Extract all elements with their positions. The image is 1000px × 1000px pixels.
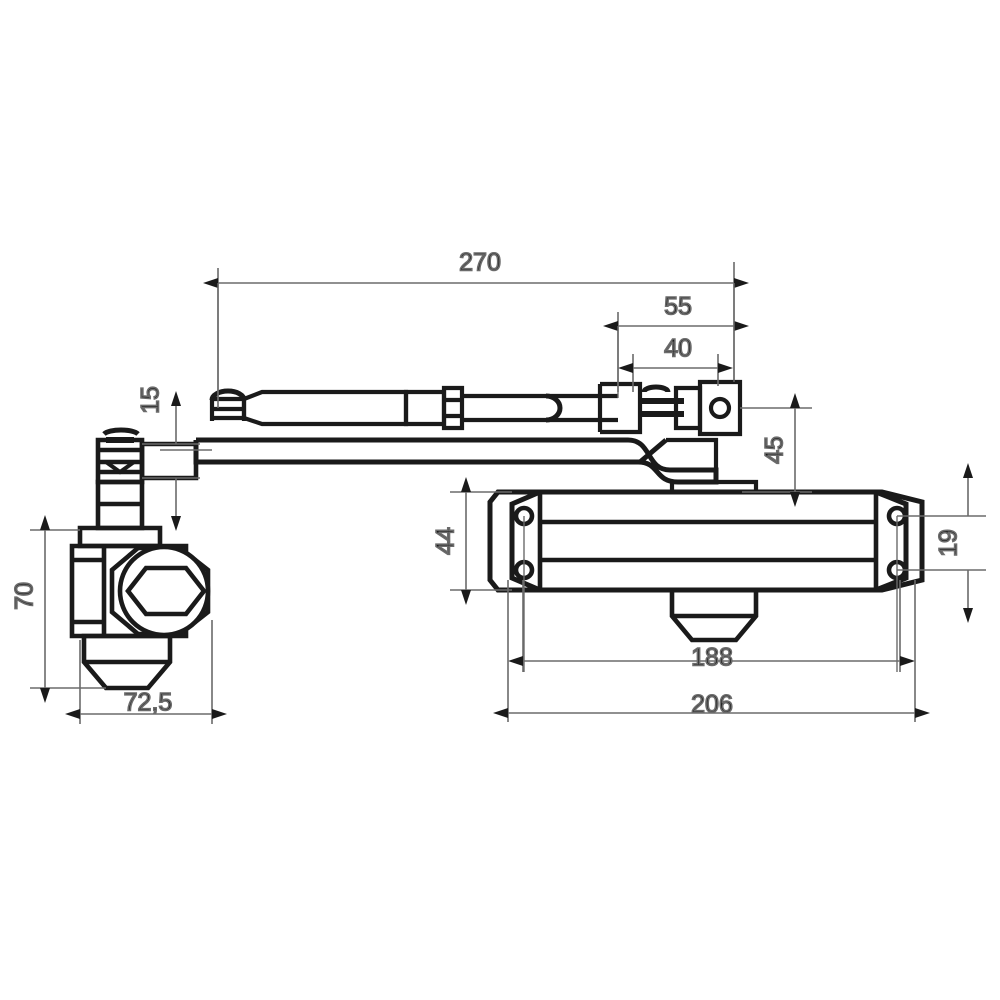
arm-adjuster-block	[600, 381, 643, 435]
closer-body-main	[509, 489, 909, 593]
dim-55-label: 55	[664, 293, 692, 321]
dim-55: 55	[603, 292, 749, 392]
side-view-assembly	[69, 427, 211, 691]
arm-forearm-knee	[666, 437, 719, 470]
arm-end-clevis	[697, 379, 743, 437]
arm-connector-bump	[641, 384, 671, 393]
dim-70-label: 70	[11, 582, 39, 610]
center-lines	[160, 283, 898, 672]
dim-19-label: 19	[935, 529, 963, 557]
dim-70: 70	[10, 515, 106, 703]
side-hex-socket	[125, 565, 207, 617]
arm-left-pivot-cap	[209, 388, 247, 401]
dim-206-label: 206	[691, 691, 733, 719]
dim-19: 19	[897, 463, 986, 623]
dim-270-label: 270	[459, 249, 501, 277]
dim-44-label: 44	[432, 527, 460, 555]
dim-45: 45	[740, 393, 812, 507]
side-adjuster-vee	[104, 460, 136, 475]
dim-188: 188	[508, 580, 915, 672]
dim-188-label: 188	[691, 644, 733, 672]
dimension-lines: 270 55 40 15 45	[10, 248, 986, 724]
dim-72-5: 72,5	[65, 620, 227, 724]
arm-forearm-crank	[627, 437, 719, 485]
dim-45-label: 45	[761, 436, 789, 464]
dim-15-label: 15	[137, 386, 165, 414]
dim-40-label: 40	[664, 335, 692, 363]
dim-15: 15	[136, 385, 200, 531]
dim-40: 40	[618, 334, 733, 392]
dim-44: 44	[431, 477, 512, 605]
front-view-closer-body	[487, 489, 925, 643]
side-round-boss	[117, 544, 211, 638]
dim-72-5-label: 72,5	[124, 689, 173, 717]
arm-end-pivot-hole	[708, 396, 732, 420]
arm-plunger-cap	[545, 393, 563, 423]
dim-206: 206	[493, 580, 930, 722]
dim-270: 270	[203, 248, 749, 408]
side-adjuster-cap	[102, 427, 140, 437]
